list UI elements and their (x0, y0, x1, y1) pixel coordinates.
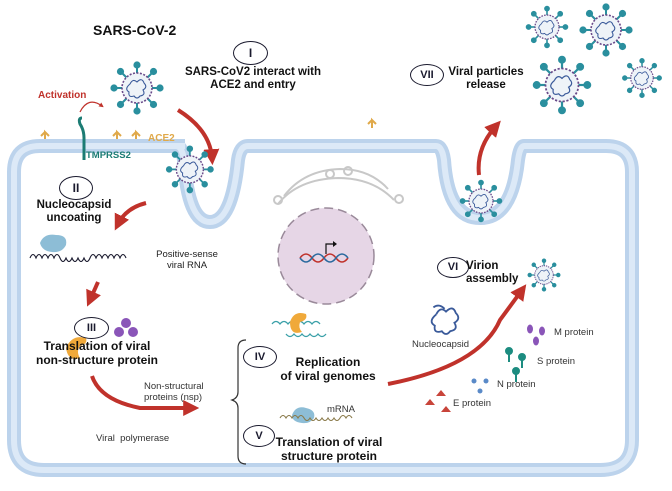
m-protein-label: M protein (554, 327, 594, 338)
e-protein-icon (425, 390, 451, 412)
step-vi-badge: VI (437, 257, 469, 278)
assembled-virion-icon (527, 258, 561, 292)
assembly-arrow (387, 284, 527, 386)
activation-arrow (79, 101, 104, 113)
step-ii-label: Nucleocapsid uncoating (36, 199, 112, 225)
tmprss2-protein (77, 116, 86, 160)
diagram-title: SARS-CoV-2 (93, 22, 177, 38)
tmprss2-label: TMPRSS2 (86, 150, 131, 161)
released-virion-icon (525, 5, 569, 49)
nucleocapsid-icon (430, 304, 460, 335)
step-vii-badge: VII (410, 64, 444, 86)
s-protein-label: S protein (537, 356, 576, 367)
released-virion-icon (532, 55, 592, 115)
entry-arrow (176, 108, 220, 166)
step-iii-label: Translation of viral non-structure prote… (36, 339, 158, 367)
step-i-badge: I (233, 41, 268, 65)
step-iii-badge: III (74, 317, 109, 339)
n-protein-icon (471, 378, 489, 394)
ace2-label: ACE2 (148, 133, 175, 144)
mrna-icon (279, 414, 353, 422)
replicase-icon (290, 313, 307, 333)
step-v-label: Translation of viral structure protein (275, 435, 383, 463)
step-v-badge: V (243, 425, 275, 447)
released-virion-icon (579, 3, 633, 57)
s-protein-icon (505, 347, 526, 382)
release-arrow (476, 120, 501, 176)
mrna-label: mRNA (327, 404, 355, 415)
viral-polymerase-icon (66, 337, 87, 359)
step-ii-badge: II (59, 176, 93, 200)
endocytosed-virion-icon (165, 145, 214, 194)
rna-label: Positive-sense viral RNA (156, 249, 218, 271)
released-virion-icon (622, 58, 662, 98)
uncoating-arrow (114, 201, 147, 231)
bracket-divider (230, 339, 247, 465)
endoplasmic-reticulum-icon (273, 166, 404, 205)
n-protein-label: N protein (497, 379, 536, 390)
sars-cov-2-virion-icon (110, 61, 164, 115)
budding-virion-icon (459, 179, 503, 223)
nsp-label: Non-structural proteins (nsp) (144, 381, 204, 403)
activation-label: Activation (38, 90, 87, 101)
translation-arrow (86, 281, 101, 307)
nsp-icon (114, 318, 138, 337)
step-vi-label: Virion assembly (466, 260, 519, 286)
nucleocapsid-label: Nucleocapsid (412, 339, 470, 350)
step-iv-badge: IV (243, 346, 277, 368)
nsp-arrow (90, 375, 200, 416)
step-i-label: SARS-CoV2 interact with ACE2 and entry (184, 66, 322, 92)
step-iv-label: Replication of viral genomes (280, 355, 376, 383)
m-protein-icon (527, 324, 545, 346)
cell-membrane (7, 139, 639, 477)
ace2-receptors (40, 117, 377, 139)
ribosome-icon (40, 234, 67, 253)
polymerase-label: Viral polymerase (96, 433, 170, 444)
e-protein-label: E protein (453, 398, 492, 409)
dna-icon (299, 241, 349, 263)
step-vii-label: Viral particles release (448, 66, 524, 92)
positive-sense-rna-icon (29, 253, 127, 263)
